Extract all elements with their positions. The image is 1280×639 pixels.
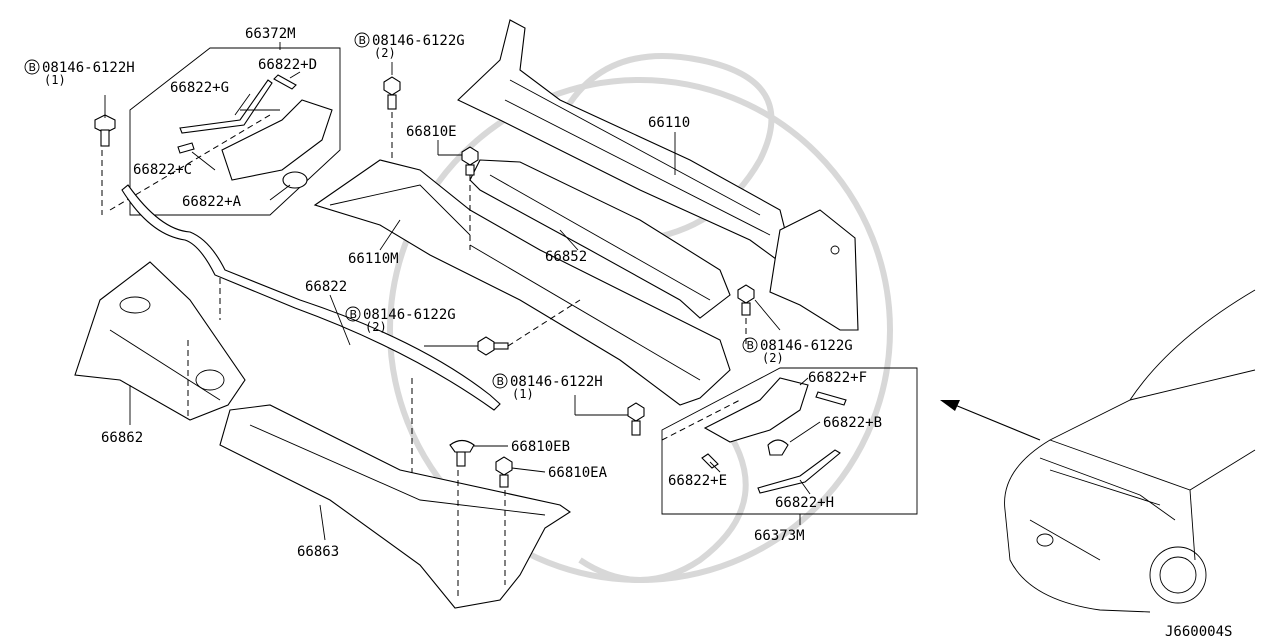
part-66822B[interactable] bbox=[767, 439, 789, 456]
bolt-callout-1: B 08146-6122H (1) bbox=[24, 59, 135, 87]
part-66110-side-bracket[interactable] bbox=[769, 209, 859, 331]
bolt-symbol-letter: B bbox=[747, 339, 755, 352]
label-66810EA: 66810EA bbox=[548, 465, 608, 481]
label-66822C: 66822+C bbox=[133, 162, 192, 178]
label-66373M: 66373M bbox=[754, 528, 805, 544]
bolt-code: 08146-6122G bbox=[760, 338, 853, 354]
bolt-qty: (1) bbox=[44, 73, 66, 87]
part-66822-cowl-seal[interactable] bbox=[121, 184, 501, 411]
clip-66810E-graphic[interactable] bbox=[461, 146, 479, 250]
part-66373M-bracket[interactable] bbox=[703, 377, 809, 443]
leader-lines bbox=[129, 42, 821, 541]
bolt-2-graphic[interactable] bbox=[383, 62, 401, 160]
bolt-callout-4: B 08146-6122G (2) bbox=[742, 337, 853, 365]
bolt-code: 08146-6122H bbox=[42, 60, 135, 76]
label-66863: 66863 bbox=[297, 544, 339, 560]
bolt-code: 08146-6122H bbox=[510, 374, 603, 390]
bolt-qty: (2) bbox=[762, 351, 784, 365]
label-66852: 66852 bbox=[545, 249, 587, 265]
bolt-symbol-letter: B bbox=[350, 308, 358, 321]
part-66863-cowl-lower[interactable] bbox=[219, 404, 571, 609]
clip-66810EA[interactable] bbox=[495, 456, 513, 488]
label-66810EB: 66810EB bbox=[511, 439, 570, 455]
bolt-symbol-icon bbox=[354, 32, 370, 48]
bolt-3-graphic[interactable] bbox=[424, 299, 581, 356]
part-66852-rail[interactable] bbox=[469, 159, 731, 319]
bolt-symbol-icon bbox=[345, 306, 361, 322]
bolt-callout-3: B 08146-6122G (2) bbox=[345, 306, 456, 334]
part-66110M-center-panel[interactable] bbox=[313, 159, 731, 406]
kit-box-66373M bbox=[661, 367, 918, 515]
part-66822H[interactable] bbox=[757, 449, 841, 494]
bolt-symbol-letter: B bbox=[359, 34, 367, 47]
label-66110M: 66110M bbox=[348, 251, 399, 267]
bolt-1-graphic[interactable] bbox=[94, 95, 116, 215]
bolt-symbol-icon bbox=[24, 59, 40, 75]
bolt-qty: (2) bbox=[374, 46, 396, 60]
label-66822B: 66822+B bbox=[823, 415, 882, 431]
bolt-code: 08146-6122G bbox=[363, 307, 456, 323]
label-66822H: 66822+H bbox=[775, 495, 834, 511]
bolt-symbol-letter: B bbox=[497, 375, 505, 388]
bolt-symbol-icon bbox=[742, 337, 758, 353]
part-66822C[interactable] bbox=[177, 142, 195, 154]
bolt-callout-5: B 08146-6122H (1) bbox=[492, 373, 603, 401]
label-66822: 66822 bbox=[305, 279, 347, 295]
label-66822A: 66822+A bbox=[182, 194, 242, 210]
part-66372M-bracket[interactable] bbox=[221, 99, 333, 181]
label-66822D: 66822+D bbox=[258, 57, 317, 73]
part-66822F[interactable] bbox=[815, 391, 847, 406]
bolt-4-graphic[interactable] bbox=[737, 284, 781, 345]
part-66110-cowl-top[interactable] bbox=[457, 19, 791, 263]
bolt-qty: (1) bbox=[512, 387, 534, 401]
part-66822A[interactable] bbox=[282, 171, 308, 189]
clip-66810EB[interactable] bbox=[449, 439, 475, 467]
label-66810E: 66810E bbox=[406, 124, 457, 140]
label-66822G: 66822+G bbox=[170, 80, 229, 96]
bolt-5-graphic[interactable] bbox=[574, 395, 645, 436]
label-66862: 66862 bbox=[101, 430, 143, 446]
part-66822G[interactable] bbox=[179, 79, 273, 134]
kit-box-66372M bbox=[109, 47, 341, 216]
part-number-labels: 66372M 66822+D 66822+G 66822+C 66822+A 6… bbox=[101, 26, 1232, 639]
part-66822D[interactable] bbox=[273, 74, 297, 90]
diagram-code: J660004S bbox=[1165, 624, 1232, 639]
bolt-symbol-icon bbox=[492, 373, 508, 389]
vehicle-location-illustration bbox=[940, 289, 1256, 613]
label-66110: 66110 bbox=[648, 115, 690, 131]
bolt-code: 08146-6122G bbox=[372, 33, 465, 49]
part-66822E[interactable] bbox=[701, 453, 719, 469]
bolt-callout-2: B 08146-6122G (2) bbox=[354, 32, 465, 60]
bolt-symbol-letter: B bbox=[29, 61, 37, 74]
part-66862-cowl-left[interactable] bbox=[74, 261, 246, 421]
label-66372M: 66372M bbox=[245, 26, 296, 42]
label-66822E: 66822+E bbox=[668, 473, 727, 489]
bolt-qty: (2) bbox=[365, 320, 387, 334]
label-66822F: 66822+F bbox=[808, 370, 867, 386]
